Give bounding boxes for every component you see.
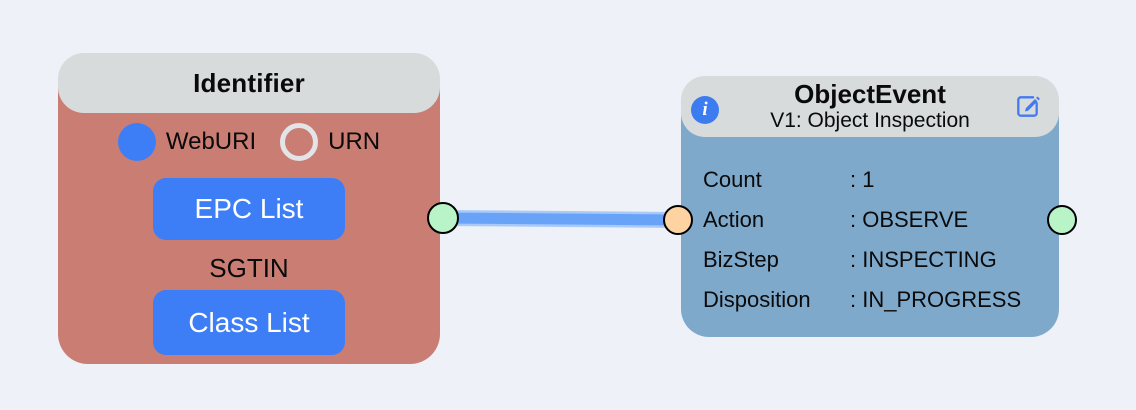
connection-edge[interactable] — [442, 212, 679, 226]
objectevent-node[interactable]: i ObjectEvent V1: Object Inspection Coun… — [681, 76, 1059, 337]
objectevent-node-subtitle: V1: Object Inspection — [770, 109, 970, 133]
field-row-action: Action : OBSERVE — [703, 200, 1051, 240]
field-label: Action — [703, 207, 765, 232]
field-value: : IN_PROGRESS — [850, 287, 1022, 312]
identifier-source-handle[interactable] — [427, 202, 459, 234]
radio-option-urn[interactable]: URN — [280, 123, 380, 161]
scheme-label: SGTIN — [209, 252, 289, 283]
class-list-button[interactable]: Class List — [153, 290, 345, 355]
field-label: Count — [703, 167, 762, 192]
radio-label-weburi: WebURI — [165, 128, 257, 155]
field-row-bizstep: BizStep : INSPECTING — [703, 240, 1051, 280]
identifier-node[interactable]: Identifier WebURI URN EPC List SGTIN Cla… — [58, 53, 440, 364]
field-row-disposition: Disposition : IN_PROGRESS — [703, 280, 1051, 320]
field-label: Disposition — [703, 287, 811, 312]
edit-icon[interactable] — [1013, 92, 1042, 121]
identifier-node-header[interactable]: Identifier — [58, 53, 440, 113]
field-value: : OBSERVE — [850, 207, 969, 232]
objectevent-source-handle[interactable] — [1047, 205, 1077, 235]
radio-label-urn: URN — [328, 128, 381, 155]
identifier-node-title: Identifier — [193, 67, 305, 98]
objectevent-node-title: ObjectEvent — [794, 79, 946, 110]
objectevent-node-header[interactable]: i ObjectEvent V1: Object Inspection — [681, 76, 1059, 137]
uri-format-radio-group: WebURI URN — [58, 121, 440, 163]
edit-icon-graphic — [1017, 96, 1040, 117]
field-label: BizStep — [703, 247, 779, 272]
radio-option-weburi[interactable]: WebURI — [117, 123, 257, 161]
epc-list-button[interactable]: EPC List — [153, 178, 345, 240]
field-value: : INSPECTING — [850, 247, 997, 272]
info-icon-glyph: i — [702, 99, 708, 121]
radio-unselected-icon[interactable] — [280, 123, 319, 161]
info-icon[interactable]: i — [691, 96, 719, 124]
objectevent-target-handle[interactable] — [663, 205, 693, 235]
field-value: : 1 — [850, 167, 875, 192]
radio-selected-icon[interactable] — [117, 123, 156, 161]
field-row-count: Count : 1 — [703, 160, 1051, 200]
objectevent-fields: Count : 1 Action : OBSERVE BizStep : INS… — [703, 160, 1051, 320]
